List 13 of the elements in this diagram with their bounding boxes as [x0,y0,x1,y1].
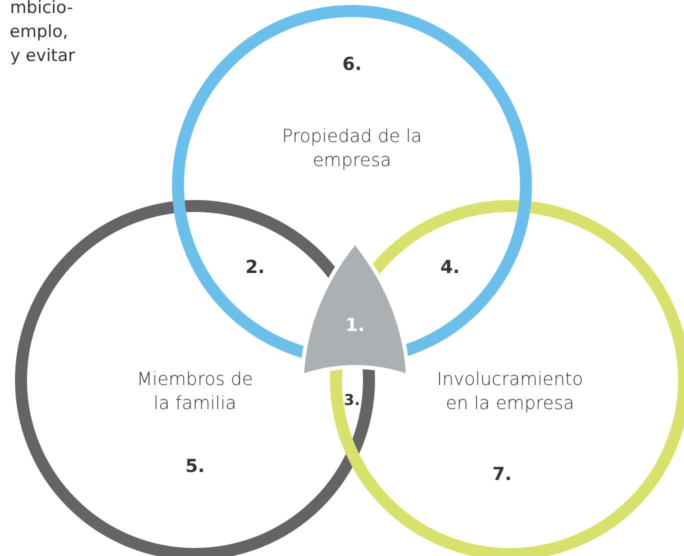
region-number: 2. [245,256,265,280]
region-label: Propiedad de la empresa [282,125,422,173]
region-number: 7. [492,463,512,487]
region-number: 3. [344,390,360,411]
region-number: 4. [440,256,460,280]
region-number: 6. [342,53,362,77]
region-number: 5. [185,455,205,479]
body-text: mbicio- [10,0,73,20]
body-text: emplo, [10,21,68,44]
region-number: 1. [345,314,365,338]
region-label: Miembros de la familia [136,368,254,416]
region-label: Involucramiento en la empresa [436,368,584,416]
body-text: y evitar [10,45,75,68]
